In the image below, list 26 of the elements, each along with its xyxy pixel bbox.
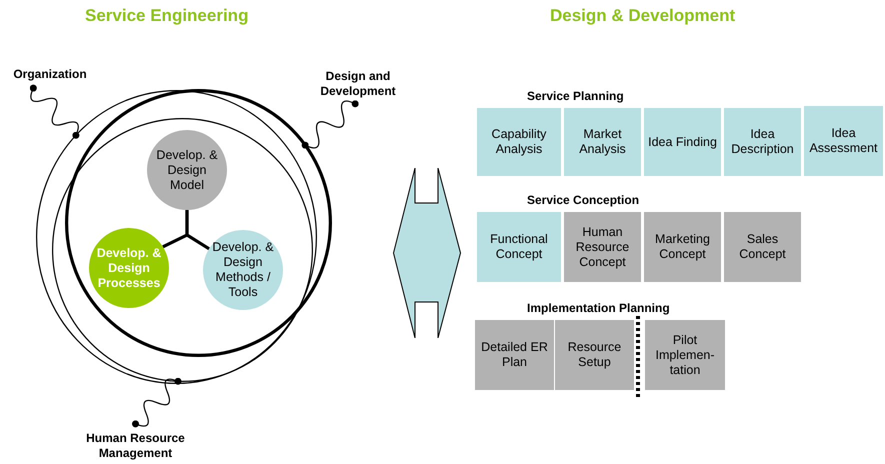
group-heading: Service Planning xyxy=(527,89,624,103)
process-box: Idea Description xyxy=(724,108,801,176)
callout-label: Organization xyxy=(6,66,94,82)
process-box: Sales Concept xyxy=(724,212,801,282)
process-box: Detailed ER Plan xyxy=(475,320,554,390)
ring-outline xyxy=(36,90,317,384)
group-heading: Implementation Planning xyxy=(527,301,670,315)
group-heading: Service Conception xyxy=(527,193,640,207)
process-box: Idea Finding xyxy=(644,108,721,176)
process-box: Capability Analysis xyxy=(477,108,561,176)
process-box: Functional Concept xyxy=(477,212,561,282)
leader-line xyxy=(30,84,80,139)
callout-label: Design and Development xyxy=(312,68,404,100)
section-heading: Design & Development xyxy=(550,6,736,26)
leader-line xyxy=(132,378,182,428)
leader-line xyxy=(302,100,359,149)
double-arrow-drawing xyxy=(393,168,461,338)
process-box: Marketing Concept xyxy=(644,212,721,282)
process-box: Market Analysis xyxy=(564,108,641,176)
process-box: Human Resource Concept xyxy=(564,212,641,282)
section-heading: Service Engineering xyxy=(85,6,248,26)
callout-label: Human Resource Management xyxy=(68,430,203,462)
connector-line xyxy=(185,210,210,250)
process-box: Resource Setup xyxy=(555,320,634,390)
process-box: Pilot Implemen- tation xyxy=(645,320,725,390)
process-box: Idea Assessment xyxy=(804,106,883,176)
